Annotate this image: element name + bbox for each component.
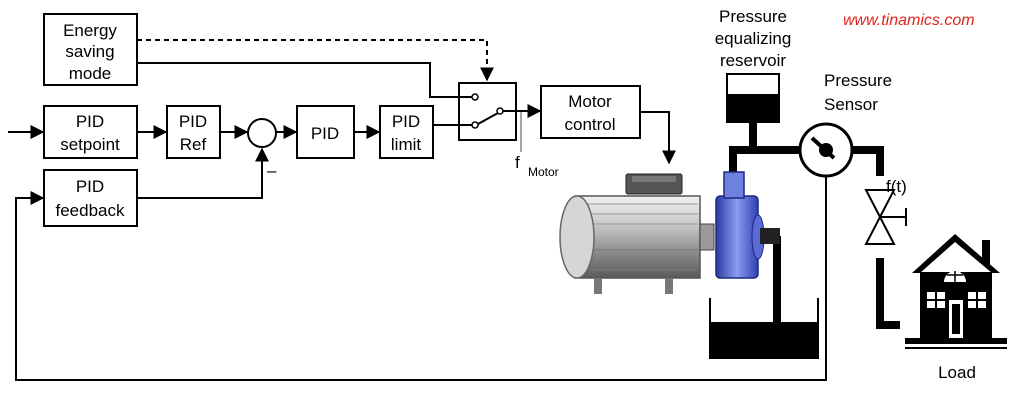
summing-junction [247, 118, 277, 148]
valve-label: f(t) [886, 177, 907, 196]
motor-control-block: Motor control [540, 85, 641, 139]
pid-ref-block: PID Ref [166, 105, 221, 159]
pid-label: PID [311, 124, 339, 143]
reservoir-tank [726, 73, 780, 123]
pid-setpoint-block: PID setpoint [43, 105, 138, 159]
energy-saving-line1: Energy [63, 21, 117, 40]
sump-tank [709, 298, 819, 359]
control-valve [864, 189, 907, 245]
pid-block: PID [296, 105, 355, 159]
piping [729, 122, 900, 329]
motor-control-line1: Motor [568, 92, 612, 111]
reservoir-label-line3: reservoir [720, 51, 786, 70]
signal-wires [8, 39, 827, 381]
watermark-text: www.tinamics.com [843, 12, 975, 29]
pid-ref-line1: PID [179, 112, 207, 131]
pid-limit-line2: limit [391, 135, 421, 154]
pid-ref-line2: Ref [180, 135, 207, 154]
pid-feedback-block: PID feedback [43, 169, 138, 227]
electric-motor [559, 173, 715, 294]
centrifugal-pump [715, 171, 780, 279]
pid-setpoint-line2: setpoint [60, 135, 120, 154]
minus-sign: – [267, 161, 277, 180]
reservoir-label-line1: Pressure [719, 7, 787, 26]
pid-feedback-line2: feedback [56, 201, 125, 220]
pressure-sensor [798, 122, 854, 178]
f-motor-label: f [515, 153, 520, 172]
pid-limit-line1: PID [392, 112, 420, 131]
house-icon [905, 234, 1007, 349]
pid-setpoint-line1: PID [76, 112, 104, 131]
reservoir-label-line2: equalizing [715, 29, 792, 48]
energy-saving-mode-block: Energy saving mode [43, 13, 138, 86]
pressure-sensor-label-line2: Sensor [824, 95, 878, 114]
pressure-sensor-label-line1: Pressure [824, 71, 892, 90]
energy-saving-line2: saving [65, 42, 114, 61]
load-label: Load [938, 363, 976, 382]
f-motor-subscript: Motor [528, 165, 559, 179]
pid-feedback-line1: PID [76, 177, 104, 196]
motor-control-line2: control [564, 115, 615, 134]
pid-limit-block: PID limit [379, 105, 434, 159]
energy-saving-line3: mode [69, 64, 112, 83]
